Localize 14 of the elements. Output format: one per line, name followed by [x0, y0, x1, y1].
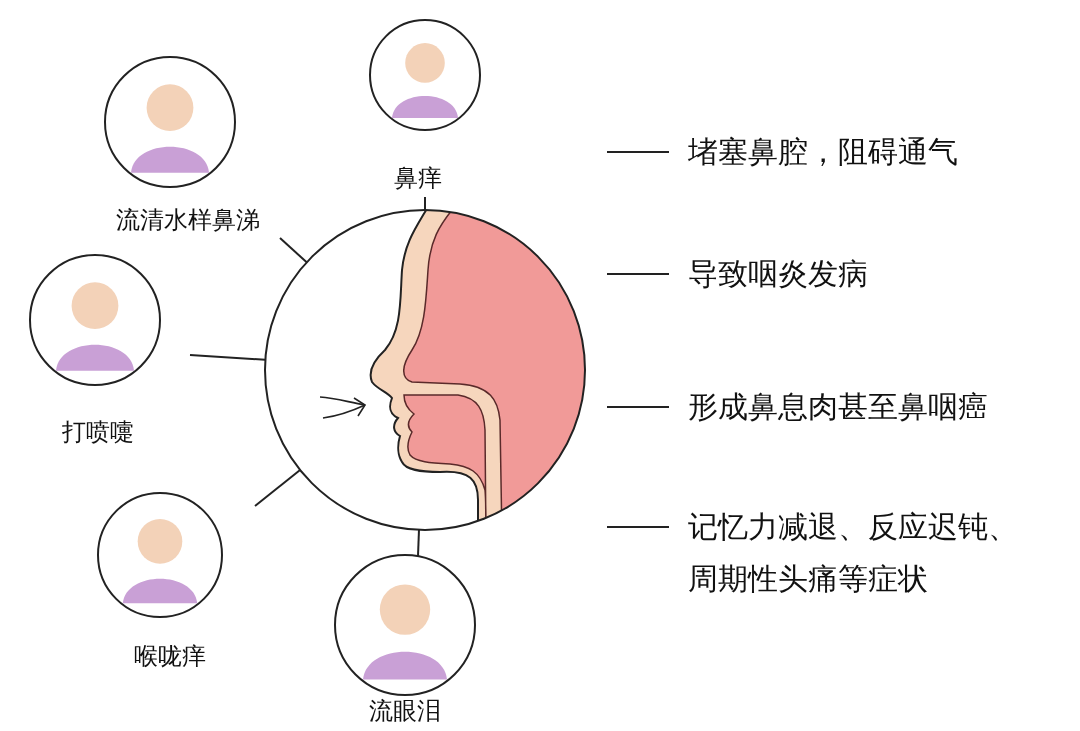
effect-text: 形成鼻息肉甚至鼻咽癌 — [688, 388, 989, 426]
effect-text: 记忆力减退、反应迟钝、周期性头痛等症状 — [688, 508, 1019, 598]
connector-line — [279, 237, 308, 264]
symptom-label: 流清水样鼻涕 — [116, 206, 260, 235]
symptom-label: 喉咙痒 — [134, 642, 206, 671]
connector-line — [424, 196, 426, 211]
symptom-label: 流眼泪 — [369, 697, 441, 726]
effect-text: 导致咽炎发病 — [688, 255, 869, 293]
symptom-label: 打喷嚏 — [62, 418, 134, 447]
connector-line — [417, 528, 420, 557]
symptom-label: 鼻痒 — [394, 164, 442, 193]
connector-line — [189, 354, 267, 361]
effect-text: 堵塞鼻腔，阻碍通气 — [688, 133, 959, 171]
connector-line — [254, 468, 302, 507]
